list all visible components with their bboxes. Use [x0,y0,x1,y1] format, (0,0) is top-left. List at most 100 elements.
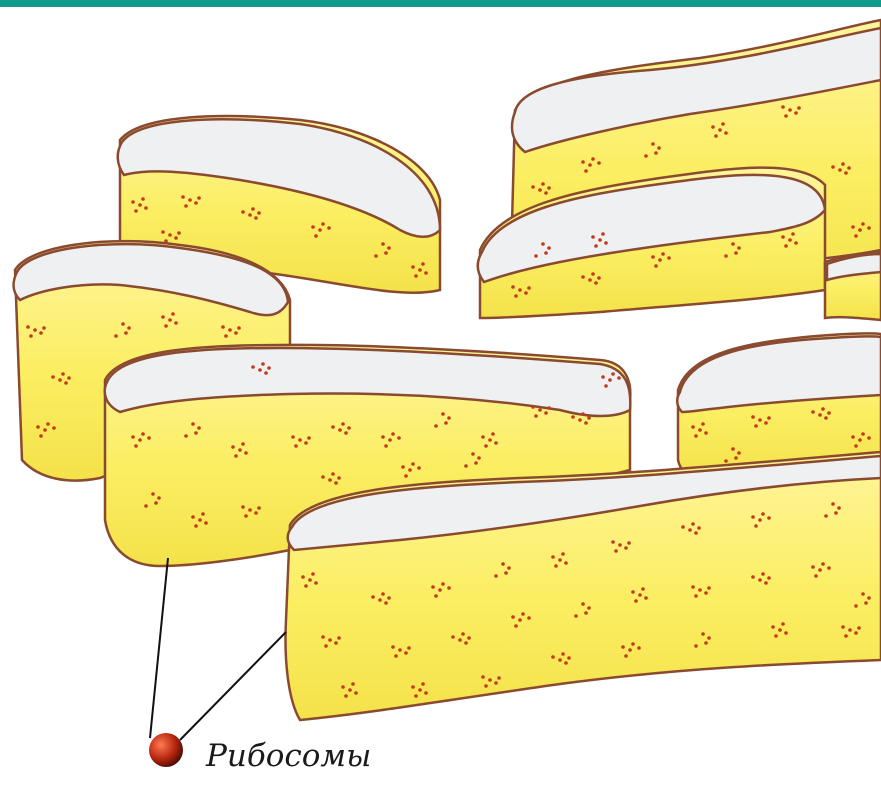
ribosome-dot [351,682,355,686]
ribosome-dot [634,599,638,603]
ribosome-dot [864,601,868,605]
ribosome-dot [811,565,815,569]
ribosome-dot [241,442,245,446]
ribosome-dot [694,531,698,535]
ribosome-dot [254,511,258,515]
ribosome-dot [724,131,728,135]
ribosome-dot [397,436,401,440]
ribosome-dot [384,251,388,255]
ribosome-dot [46,422,50,426]
ribosome-dot [324,644,328,648]
ribosome-dot [651,255,655,259]
ribosome-dot [637,646,641,650]
ribosome-dot [841,162,845,166]
ribosome-dot [547,186,551,190]
pointer-line-right [180,632,286,740]
ribosome-dot [754,424,758,428]
ribosome-dot [244,514,248,518]
ribosome-dot [611,540,615,544]
ribosome-dot [228,328,232,332]
ribosome-dot [331,425,335,429]
ribosome-dot [328,478,332,482]
ribosome-dot [311,572,315,576]
ribosome-dot [861,592,865,596]
ribosome-dot [341,422,345,426]
ribosome-dot [594,244,598,248]
ribosome-dot [631,590,635,594]
ribosome-dot [734,251,738,255]
ribosome-dot [147,436,151,440]
ribosome-dot [394,654,398,658]
ribosome-dot [584,421,588,425]
ribosome-dot [424,271,428,275]
ribosome-dot [521,612,525,616]
ribosome-dot [197,426,201,430]
ribosome-dot [554,564,558,568]
ribosome-dot [347,426,351,430]
ribosome-dot [434,594,438,598]
ribosome-dot [698,588,702,592]
ribosome-dot [191,515,195,519]
ribosome-dot [337,636,341,640]
ribosome-dot [314,234,318,238]
ribosomes-label: Рибосомы [206,738,371,774]
ribosome-dot [141,197,145,201]
ribosome-dot [691,522,695,526]
ribosome-dot [731,242,735,246]
ribosome-dot [384,444,388,448]
ribosome-dot [624,546,628,550]
ribosome-dot [698,428,702,432]
ribosome-dot [467,636,471,640]
ribosome-dot [704,641,708,645]
ribosome-dot [184,204,188,208]
ribosome-dot [518,618,522,622]
ribosome-dot [514,624,518,628]
ribosome-dot [847,166,851,170]
ribosome-dot [39,331,43,335]
ribosome-dot [418,688,422,692]
ribosome-dot [767,576,771,580]
ribosome-dot [587,606,591,610]
ribosome-dot [338,428,342,432]
ribosome-dot [408,468,412,472]
ribosome-dot [617,376,621,380]
ribosome-dot [434,424,438,428]
ribosome-dot [464,641,468,645]
ribosome-dot [421,682,425,686]
ribosome-dot [704,591,708,595]
ribosome-dot [154,501,158,505]
ribosome-dot [581,602,585,606]
ribosome-dot [168,318,172,322]
ribosome-dot [711,125,715,129]
ribosome-dot [558,658,562,662]
ribosome-dot [451,635,455,639]
ribosome-dot [858,438,862,442]
ribosome-dot [64,381,68,385]
ribosome-dot [784,244,788,248]
ribosome-dot [161,315,165,319]
ribosome-dot [58,378,62,382]
ribosome-dot [567,656,571,660]
ribosome-dot [501,562,505,566]
ribosome-dot [644,596,648,600]
ribosome-dot [484,444,488,448]
ribosome-dot [811,410,815,414]
ribosome-dot [707,636,711,640]
ribosome-dot [547,246,551,250]
ribosome-dot [418,268,422,272]
ribosome-dot [441,412,445,416]
ribosome-marker-ball [149,733,183,767]
ribosome-dot [52,426,56,430]
ribosome-dot [43,428,47,432]
ribosome-dot [751,415,755,419]
ribosome-dot [831,165,835,169]
ribosome-dot [827,566,831,570]
ribosome-dot [504,571,508,575]
ribosome-dot [598,238,602,242]
ribosome-dot [854,234,858,238]
ribosome-dot [591,272,595,276]
ribosome-dot [601,375,605,379]
ribosome-dot [464,464,468,468]
ribosome-dot [641,587,645,591]
ribosome-dot [29,334,33,338]
